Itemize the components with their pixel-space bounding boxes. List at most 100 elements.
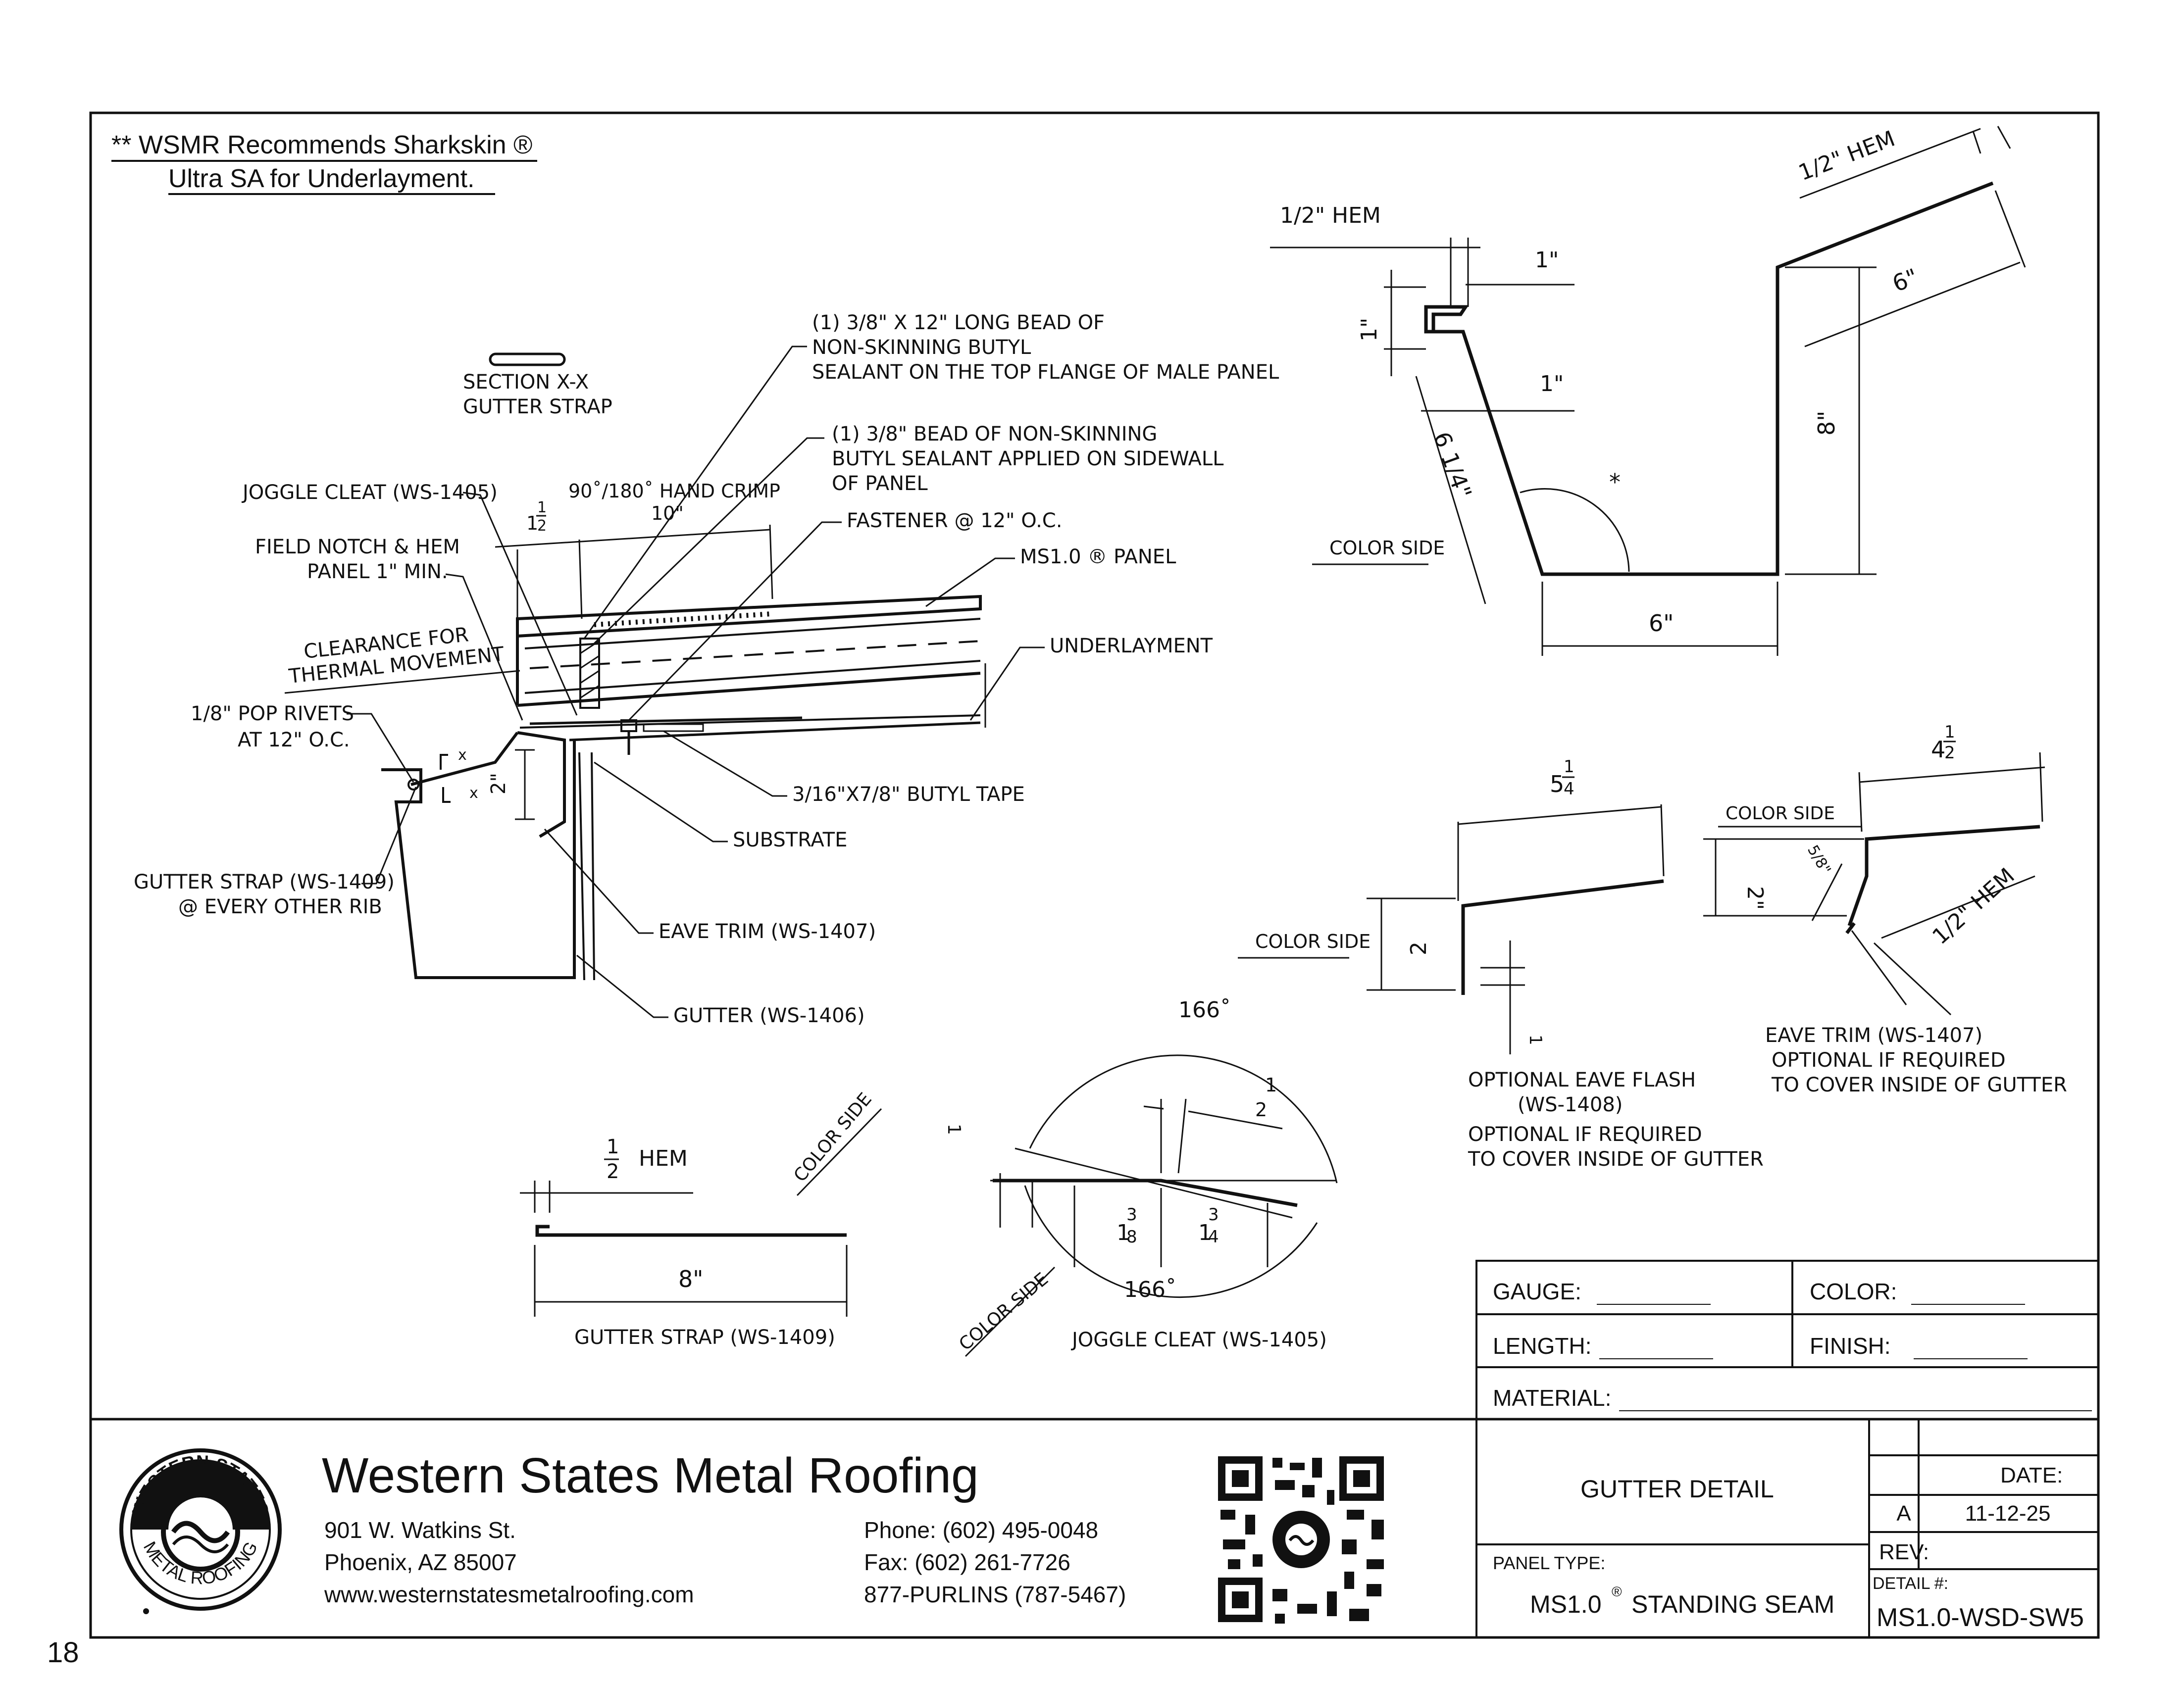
- svg-text:x: x: [469, 785, 478, 802]
- gutter-strap-profile: 1 2 HEM COLOR SIDE 8" GUTTER STRAP (WS-1…: [520, 1089, 882, 1349]
- svg-text:A: A: [1896, 1501, 1911, 1526]
- svg-text:BUTYL SEALANT APPLIED ON SIDEW: BUTYL SEALANT APPLIED ON SIDEWALL: [832, 447, 1224, 470]
- gutter-strap-shape: [410, 732, 519, 786]
- svg-text:1: 1: [1944, 722, 1955, 742]
- svg-text:Fax: (602) 261-7726: Fax: (602) 261-7726: [864, 1549, 1070, 1575]
- svg-text:HEM: HEM: [639, 1146, 688, 1171]
- svg-text:COLOR SIDE: COLOR SIDE: [1329, 537, 1445, 559]
- svg-text:1/8" POP RIVETS: 1/8" POP RIVETS: [191, 702, 354, 725]
- svg-text:COLOR:: COLOR:: [1810, 1279, 1897, 1304]
- substrate: [569, 721, 981, 981]
- svg-text:Ultra SA for Underlayment.: Ultra SA for Underlayment.: [168, 164, 474, 193]
- svg-text:SEALANT ON THE TOP FLANGE OF M: SEALANT ON THE TOP FLANGE OF MALE PANEL: [812, 361, 1279, 384]
- svg-text:5/8": 5/8": [1804, 842, 1834, 878]
- svg-text:MS1.0 ® PANEL: MS1.0 ® PANEL: [1020, 545, 1176, 568]
- svg-text:1: 1: [607, 1136, 619, 1158]
- header-note: ** WSMR Recommends Sharkskin ® Ultra SA …: [111, 131, 537, 195]
- ms-panel: [516, 594, 986, 729]
- svg-text:1: 1: [1265, 1074, 1277, 1096]
- svg-text:GUTTER STRAP (WS-1409): GUTTER STRAP (WS-1409): [574, 1326, 835, 1349]
- svg-text:GUTTER DETAIL: GUTTER DETAIL: [1580, 1475, 1774, 1503]
- svg-text:*: *: [1609, 469, 1621, 495]
- svg-text:FASTENER @ 12" O.C.: FASTENER @ 12" O.C.: [847, 509, 1062, 532]
- svg-text:GAUGE:: GAUGE:: [1493, 1279, 1581, 1304]
- svg-text:MATERIAL:: MATERIAL:: [1493, 1385, 1611, 1411]
- svg-text:x: x: [458, 746, 467, 764]
- svg-text:1: 1: [944, 1124, 964, 1135]
- svg-text:3/16"X7/8" BUTYL TAPE: 3/16"X7/8" BUTYL TAPE: [792, 783, 1025, 806]
- svg-text:OPTIONAL IF REQUIRED: OPTIONAL IF REQUIRED: [1468, 1123, 1702, 1146]
- svg-text:STANDING SEAM: STANDING SEAM: [1631, 1590, 1834, 1618]
- svg-text:1: 1: [537, 499, 547, 516]
- svg-text:REV:: REV:: [1879, 1540, 1929, 1564]
- svg-text:PANEL 1" MIN.: PANEL 1" MIN.: [307, 560, 448, 583]
- title-block: WESTERN STATES METAL ROOFING Western Sta…: [119, 1419, 2098, 1637]
- svg-text:DATE:: DATE:: [2000, 1463, 2063, 1487]
- svg-text:8": 8": [678, 1266, 703, 1292]
- svg-text:SUBSTRATE: SUBSTRATE: [733, 829, 847, 851]
- svg-text:1: 1: [1525, 1035, 1545, 1045]
- svg-text:1: 1: [1198, 1220, 1212, 1245]
- svg-text:1": 1": [1540, 371, 1564, 396]
- eave-trim-shape: [517, 731, 566, 838]
- svg-text:FINISH:: FINISH:: [1810, 1333, 1891, 1359]
- svg-text:FIELD NOTCH & HEM: FIELD NOTCH & HEM: [255, 536, 460, 558]
- svg-text:JOGGLE CLEAT (WS-1405): JOGGLE CLEAT (WS-1405): [1070, 1329, 1327, 1351]
- svg-text:3: 3: [1126, 1205, 1137, 1225]
- svg-text:(WS-1408): (WS-1408): [1518, 1093, 1623, 1116]
- svg-text:166˚: 166˚: [1124, 1277, 1176, 1302]
- gutter-profile: 1/2" HEM 1" 1" 1" 6 1/4" * COLOR SIDE 6"…: [1270, 126, 2026, 656]
- svg-text:UNDERLAYMENT: UNDERLAYMENT: [1050, 635, 1213, 657]
- svg-text:GUTTER STRAP (WS-1409): GUTTER STRAP (WS-1409): [134, 871, 395, 893]
- butyl-tape: [643, 723, 704, 732]
- svg-text:8: 8: [1126, 1227, 1137, 1247]
- svg-text:LENGTH:: LENGTH:: [1493, 1333, 1591, 1359]
- svg-text:1: 1: [1564, 757, 1575, 777]
- svg-text:2: 2: [1944, 743, 1955, 763]
- svg-text:2: 2: [537, 517, 547, 535]
- gutter-shape: [381, 740, 576, 979]
- svg-text:JOGGLE CLEAT (WS-1405): JOGGLE CLEAT (WS-1405): [241, 481, 498, 504]
- svg-text:OPTIONAL IF REQUIRED: OPTIONAL IF REQUIRED: [1772, 1049, 2006, 1072]
- svg-text:1/2" HEM: 1/2" HEM: [1280, 203, 1381, 228]
- svg-text:8": 8": [1813, 411, 1840, 436]
- svg-text:www.westernstatesmetalroofing.: www.westernstatesmetalroofing.com: [324, 1582, 694, 1607]
- svg-text:** WSMR Recommends Sharkskin ®: ** WSMR Recommends Sharkskin ®: [111, 131, 532, 159]
- svg-text:4: 4: [1931, 736, 1945, 763]
- assembly-detail: SECTION X-X GUTTER STRAP: [134, 311, 1279, 1027]
- svg-text:COLOR SIDE: COLOR SIDE: [1726, 803, 1835, 824]
- svg-text:COLOR SIDE: COLOR SIDE: [790, 1089, 875, 1186]
- svg-text:4: 4: [1564, 779, 1575, 799]
- svg-text:4: 4: [1208, 1227, 1219, 1247]
- page-number: 18: [47, 1636, 79, 1669]
- svg-text:5: 5: [1550, 771, 1564, 797]
- svg-text:NON-SKINNING BUTYL: NON-SKINNING BUTYL: [812, 336, 1031, 359]
- company-logo: WESTERN STATES METAL ROOFING: [119, 1448, 282, 1614]
- svg-text:COLOR SIDE: COLOR SIDE: [955, 1269, 1052, 1354]
- svg-text:MS1.0: MS1.0: [1530, 1590, 1602, 1618]
- svg-text:2: 2: [607, 1160, 619, 1183]
- svg-text:Phoenix, AZ 85007: Phoenix, AZ 85007: [324, 1549, 517, 1575]
- svg-text:TO COVER INSIDE OF GUTTER: TO COVER INSIDE OF GUTTER: [1771, 1074, 2067, 1096]
- svg-text:AT 12" O.C.: AT 12" O.C.: [238, 729, 350, 751]
- svg-text:166˚: 166˚: [1178, 997, 1231, 1023]
- svg-text:1: 1: [1117, 1220, 1130, 1245]
- svg-text:90˚/180˚ HAND CRIMP: 90˚/180˚ HAND CRIMP: [568, 480, 780, 502]
- svg-text:6 1/4": 6 1/4": [1428, 428, 1477, 502]
- section-strap-icon: [489, 352, 566, 366]
- svg-text:SECTION X-X: SECTION X-X: [463, 371, 589, 394]
- svg-text:3: 3: [1208, 1205, 1219, 1225]
- sheet-border: [89, 111, 2100, 1639]
- svg-text:6": 6": [1649, 610, 1674, 637]
- svg-text:DETAIL #:: DETAIL #:: [1873, 1574, 1948, 1593]
- svg-text:6": 6": [1889, 263, 1922, 297]
- svg-text:PANEL TYPE:: PANEL TYPE:: [1493, 1553, 1605, 1573]
- svg-text:877-PURLINS (787-5467): 877-PURLINS (787-5467): [864, 1582, 1126, 1607]
- svg-text:1/2" HEM: 1/2" HEM: [1795, 126, 1899, 186]
- svg-text:MS1.0-WSD-SW5: MS1.0-WSD-SW5: [1877, 1603, 2084, 1632]
- svg-text:901 W. Watkins St.: 901 W. Watkins St.: [324, 1517, 516, 1543]
- eave-flash-profile: 5 1 4 2 COLOR SIDE 1 OPTIONAL EAVE FLASH…: [1238, 757, 1764, 1171]
- svg-text:2": 2": [1742, 886, 1768, 910]
- svg-text:®: ®: [1612, 1584, 1622, 1599]
- svg-text:EAVE TRIM (WS-1407): EAVE TRIM (WS-1407): [1765, 1024, 1982, 1047]
